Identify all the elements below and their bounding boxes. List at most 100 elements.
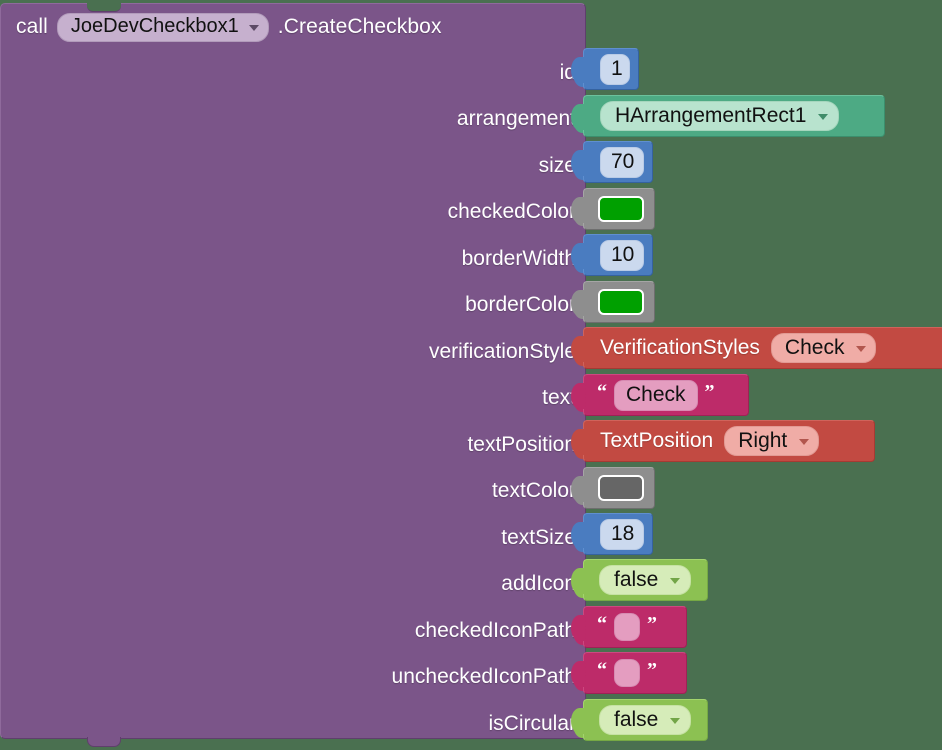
value-block-arrangement[interactable]: HArrangementRect1 xyxy=(571,95,885,137)
param-label-textSize: textSize xyxy=(501,526,576,549)
param-label-verificationStyle: verificationStyle xyxy=(428,340,576,363)
color-swatch-textColor[interactable] xyxy=(598,475,644,501)
param-label-isCircular: isCircular xyxy=(488,712,576,735)
param-label-text: text xyxy=(542,386,576,409)
param-row: isCircular xyxy=(1,701,588,747)
quote-open-icon: “ xyxy=(597,612,607,635)
value-block-isCircular[interactable]: false xyxy=(571,699,708,741)
param-label-textColor: textColor xyxy=(491,479,576,502)
param-label-borderWidth: borderWidth xyxy=(461,247,576,270)
param-label-checkedColor: checkedColor xyxy=(447,200,576,223)
plug-icon xyxy=(571,708,586,734)
plug-icon xyxy=(571,243,586,269)
value-block-textColor[interactable] xyxy=(571,467,655,509)
plug-icon xyxy=(571,661,586,687)
logic-value-label: false xyxy=(614,707,659,731)
logic-dropdown-isCircular[interactable]: false xyxy=(599,705,692,735)
value-block-checkedIconPath[interactable]: “ ” xyxy=(571,606,687,648)
color-swatch-checkedColor[interactable] xyxy=(598,196,644,222)
number-field-id[interactable]: 1 xyxy=(600,53,630,85)
value-block-borderColor[interactable] xyxy=(571,281,655,323)
param-row: borderWidth xyxy=(1,236,588,282)
value-block-checkedColor[interactable] xyxy=(571,188,655,230)
component-name-dropdown[interactable]: JoeDevCheckbox1 xyxy=(56,12,269,42)
plug-icon xyxy=(571,336,586,362)
plug-icon xyxy=(571,150,586,176)
param-row: addIcon xyxy=(1,561,588,607)
plug-icon xyxy=(571,476,586,502)
string-field-checkedIconPath[interactable] xyxy=(614,613,640,641)
param-row: textPosition xyxy=(1,422,588,468)
quote-close-icon: ” xyxy=(647,658,657,681)
enum-type-label-verificationStyle: VerificationStyles xyxy=(600,336,760,359)
value-block-verificationStyle[interactable]: VerificationStyles Check xyxy=(571,327,942,369)
param-row: id xyxy=(1,50,588,96)
call-createcheckbox-block[interactable]: call JoeDevCheckbox1 .CreateCheckbox id … xyxy=(0,3,588,747)
plug-icon xyxy=(571,104,586,130)
block-top-notch xyxy=(87,3,121,12)
component-dropdown-arrangement[interactable]: HArrangementRect1 xyxy=(600,101,840,131)
quote-open-icon: “ xyxy=(597,380,607,403)
chevron-down-icon xyxy=(670,717,681,724)
chevron-down-icon xyxy=(856,345,867,352)
number-field-textSize[interactable]: 18 xyxy=(600,518,644,550)
param-row: borderColor xyxy=(1,282,588,328)
chevron-down-icon xyxy=(670,577,681,584)
chevron-down-icon xyxy=(818,113,829,120)
logic-dropdown-addIcon[interactable]: false xyxy=(599,565,692,595)
value-block-uncheckedIconPath[interactable]: “ ” xyxy=(571,652,687,694)
param-label-checkedIconPath: checkedIconPath xyxy=(414,619,576,642)
enum-value-label: Right xyxy=(738,428,788,452)
component-name-label: JoeDevCheckbox1 xyxy=(70,15,239,37)
quote-close-icon: ” xyxy=(647,612,657,635)
value-block-id[interactable]: 1 xyxy=(571,48,639,90)
quote-close-icon: ” xyxy=(704,380,715,403)
param-row: uncheckedIconPath xyxy=(1,654,588,700)
param-row: textColor xyxy=(1,468,588,514)
param-label-size: size xyxy=(538,154,576,177)
number-field-size[interactable]: 70 xyxy=(600,146,644,178)
enum-dropdown-textPosition[interactable]: Right xyxy=(724,426,820,456)
value-block-text[interactable]: “ Check ” xyxy=(571,374,749,416)
number-field-borderWidth[interactable]: 10 xyxy=(600,239,644,271)
param-row: verificationStyle xyxy=(1,329,588,375)
value-block-borderWidth[interactable]: 10 xyxy=(571,234,653,276)
param-row: checkedColor xyxy=(1,189,588,235)
param-label-borderColor: borderColor xyxy=(465,293,576,316)
param-row: text xyxy=(1,375,588,421)
call-keyword-label: call xyxy=(16,15,48,38)
method-name-label: .CreateCheckbox xyxy=(277,15,442,38)
enum-value-label: Check xyxy=(784,335,845,359)
color-swatch-borderColor[interactable] xyxy=(598,289,644,315)
string-field-uncheckedIconPath[interactable] xyxy=(614,659,640,687)
plug-icon xyxy=(571,429,586,455)
value-block-addIcon[interactable]: false xyxy=(571,559,708,601)
param-row: textSize xyxy=(1,515,588,561)
enum-dropdown-verificationStyle[interactable]: Check xyxy=(770,333,877,363)
block-bottom-tab xyxy=(87,737,121,747)
plug-icon xyxy=(571,197,586,223)
component-value-label: HArrangementRect1 xyxy=(615,103,807,127)
value-block-textSize[interactable]: 18 xyxy=(571,513,653,555)
param-row: arrangement xyxy=(1,96,588,142)
param-row: size xyxy=(1,143,588,189)
quote-open-icon: “ xyxy=(597,658,607,681)
enum-type-label-textPosition: TextPosition xyxy=(600,429,714,452)
plug-icon xyxy=(571,615,586,641)
string-field-text[interactable]: Check xyxy=(614,379,698,411)
param-label-uncheckedIconPath: uncheckedIconPath xyxy=(391,665,576,688)
plug-icon xyxy=(571,57,586,83)
logic-value-label: false xyxy=(614,567,659,591)
plug-icon xyxy=(571,522,586,548)
value-block-size[interactable]: 70 xyxy=(571,141,653,183)
chevron-down-icon xyxy=(799,438,810,445)
plug-icon xyxy=(571,568,586,594)
chevron-down-icon xyxy=(248,24,259,31)
value-block-textPosition[interactable]: TextPosition Right xyxy=(571,420,875,462)
call-block-header: call JoeDevCheckbox1 .CreateCheckbox xyxy=(1,4,587,50)
param-label-textPosition: textPosition xyxy=(467,433,576,456)
plug-icon xyxy=(571,383,586,409)
param-label-addIcon: addIcon xyxy=(501,572,576,595)
plug-icon xyxy=(571,290,586,316)
